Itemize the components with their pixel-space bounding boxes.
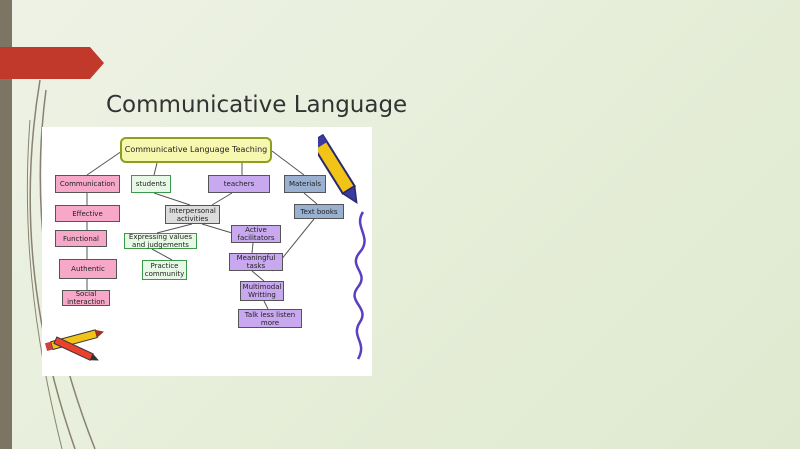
- left-sidebar-bar: [0, 0, 12, 449]
- node-effective: Effective: [55, 205, 120, 222]
- node-teachers: teachers: [208, 175, 270, 193]
- root-node: Communicative Language Teaching: [120, 137, 272, 163]
- node-students: students: [131, 175, 171, 193]
- node-talk: Talk less listen more: [238, 309, 302, 328]
- node-expressing: Expressing values and judgements: [124, 233, 197, 249]
- node-communication: Communication: [55, 175, 120, 193]
- crayon-clipart: [318, 133, 366, 360]
- node-multimodal: Multimodal Writting: [240, 281, 284, 301]
- node-interpersonal: Interpersonal activities: [165, 205, 220, 224]
- node-practice: Practice community: [142, 260, 187, 280]
- node-active: Active facilitators: [231, 225, 281, 243]
- title-line-1: Communicative Language: [106, 92, 408, 118]
- node-authentic: Authentic: [59, 259, 117, 279]
- red-tab-shape: [0, 47, 104, 79]
- node-text-books: Text books: [294, 204, 344, 219]
- node-materials: Materials: [284, 175, 326, 193]
- node-functional: Functional: [55, 230, 107, 247]
- pencils-clipart: [44, 329, 104, 361]
- node-social: Social interaction: [62, 290, 110, 306]
- diagram-connectors: [86, 150, 318, 310]
- node-meaningful: Meaningful tasks: [229, 253, 283, 271]
- concept-diagram: Communicative Language Teaching Communic…: [42, 127, 372, 376]
